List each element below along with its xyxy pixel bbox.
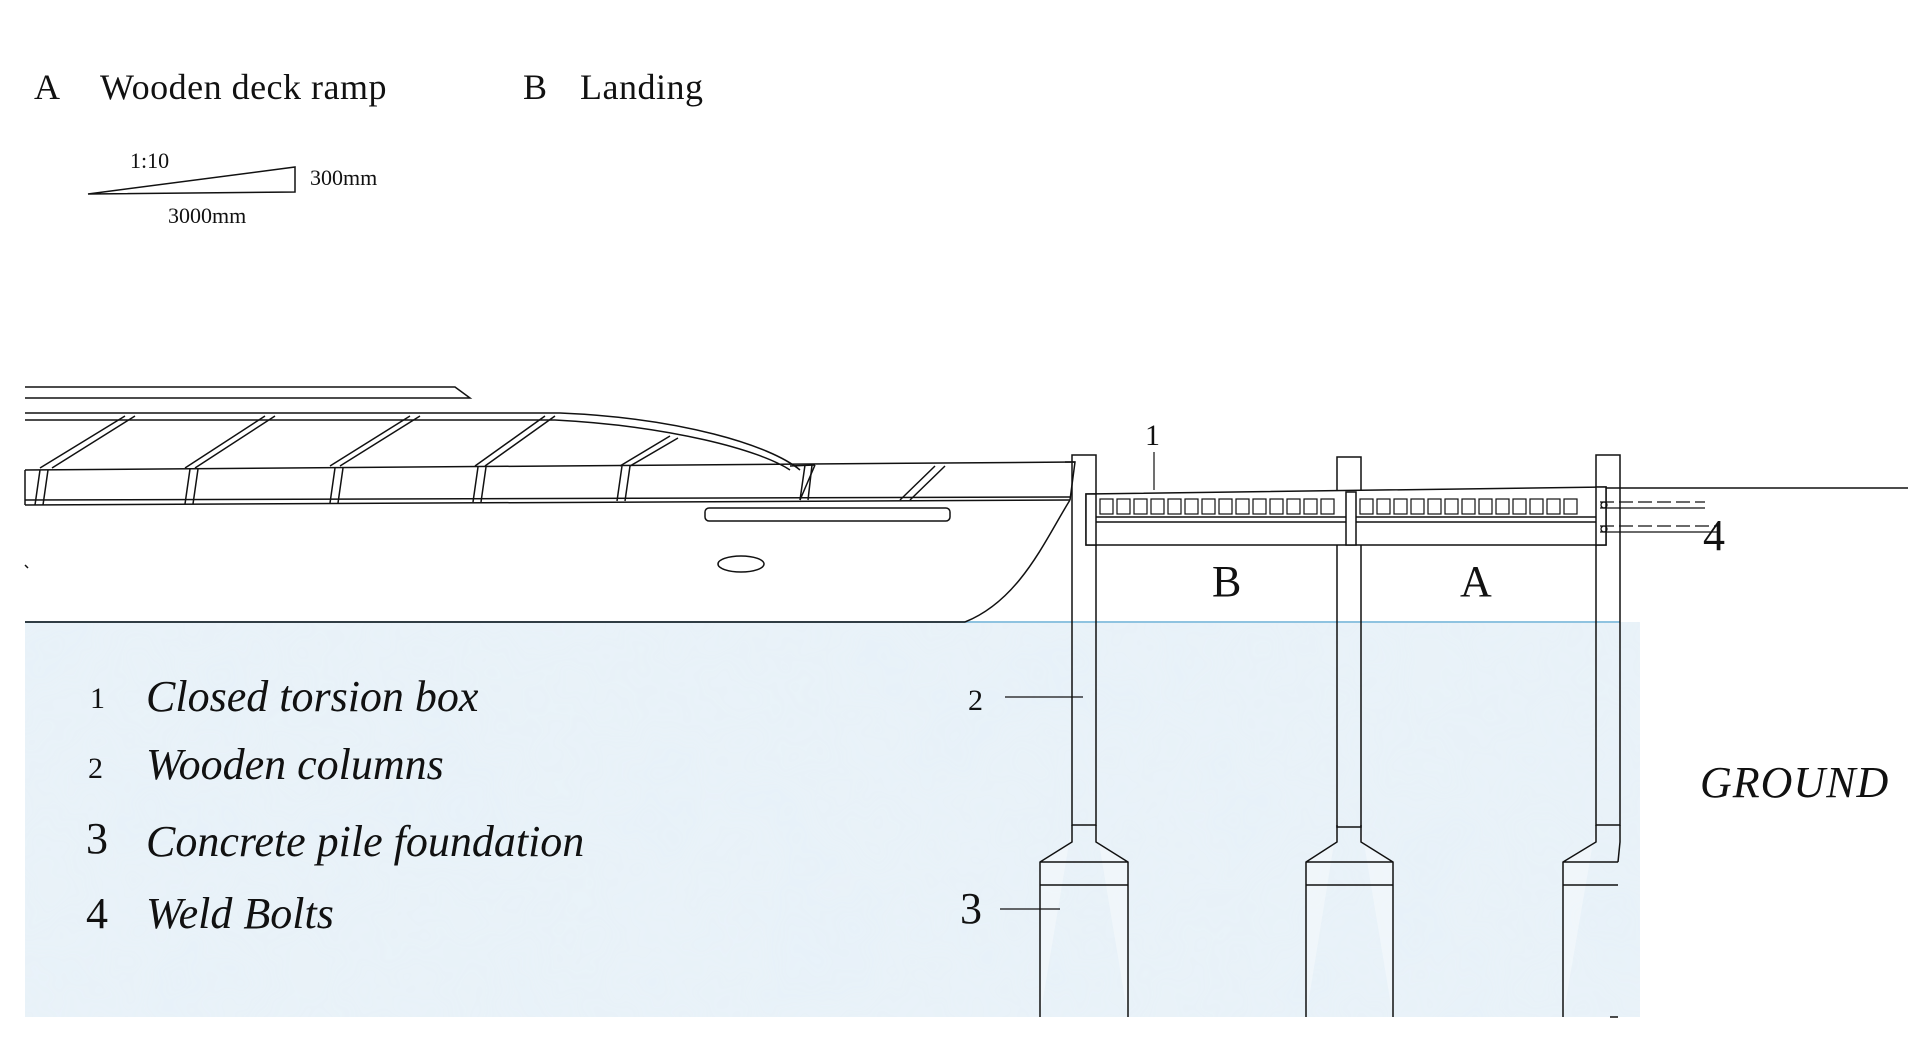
- torsion-box-cell: [1512, 498, 1527, 515]
- torsion-box-cell: [1116, 498, 1131, 515]
- torsion-box-cell: [1201, 498, 1216, 515]
- slope-rise: 300mm: [310, 165, 377, 190]
- torsion-box-cell: [1546, 498, 1561, 515]
- torsion-box-cell: [1444, 498, 1459, 515]
- header-a-label: Wooden deck ramp: [100, 67, 387, 107]
- header-b-label: Landing: [580, 67, 703, 107]
- torsion-box-cell: [1218, 498, 1233, 515]
- legend-num-4: 4: [86, 889, 108, 938]
- torsion-box-cell: [1320, 498, 1335, 515]
- torsion-box-cell: [1150, 498, 1165, 515]
- ground-label: GROUND: [1700, 758, 1889, 807]
- legend-label-4: Weld Bolts: [146, 889, 334, 938]
- section-label-a: A: [1460, 557, 1492, 606]
- callout-3: 3: [960, 884, 982, 933]
- torsion-box-cell: [1252, 498, 1267, 515]
- torsion-box-cell: [1303, 498, 1318, 515]
- header-a-letter: A: [34, 67, 61, 107]
- torsion-box-cell: [1461, 498, 1476, 515]
- torsion-box-cell: [1393, 498, 1408, 515]
- wooden-columns: [1071, 454, 1621, 828]
- torsion-box-deck: [1085, 486, 1607, 546]
- legend-num-3: 3: [86, 814, 108, 863]
- torsion-box-cell: [1376, 498, 1391, 515]
- slope-diagram: [87, 166, 296, 195]
- weld-bolts: [1600, 501, 1720, 533]
- column-1: [1071, 454, 1097, 826]
- torsion-box-cell: [1167, 498, 1182, 515]
- column-2: [1336, 456, 1362, 828]
- callout-leaders: [1000, 452, 1155, 910]
- legend-num-1: 1: [90, 682, 105, 715]
- legend-num-2: 2: [88, 752, 103, 785]
- torsion-box-cell: [1359, 498, 1374, 515]
- callout-1: 1: [1145, 419, 1160, 452]
- legend-label-2: Wooden columns: [146, 740, 444, 789]
- header-b-letter: B: [523, 67, 548, 107]
- water-area: [25, 621, 1640, 1017]
- torsion-box-cell: [1133, 498, 1148, 515]
- torsion-box-cell: [1495, 498, 1510, 515]
- torsion-box-cell: [1269, 498, 1284, 515]
- legend-label-3: Concrete pile foundation: [146, 817, 584, 866]
- torsion-box-cell: [1478, 498, 1493, 515]
- pile-1: [1039, 825, 1129, 1017]
- torsion-box-cell: [1410, 498, 1425, 515]
- torsion-box-cell: [1099, 498, 1114, 515]
- torsion-box-cell: [1184, 498, 1199, 515]
- legend-label-1: Closed torsion box: [146, 672, 479, 721]
- pile-3: [1562, 825, 1621, 1018]
- torsion-box-cell: [1286, 498, 1301, 515]
- pile-2: [1305, 825, 1394, 1017]
- torsion-box-cell: [1235, 498, 1250, 515]
- column-3: [1595, 454, 1621, 826]
- torsion-box-cell: [1563, 498, 1578, 515]
- callout-2: 2: [968, 684, 983, 717]
- section-label-b: B: [1212, 557, 1241, 606]
- texts: A Wooden deck ramp B Landing 1:10 300mm …: [34, 67, 1889, 938]
- slope-ratio: 1:10: [130, 148, 169, 173]
- torsion-box-cell: [1427, 498, 1442, 515]
- torsion-box-cell: [1529, 498, 1544, 515]
- slope-run: 3000mm: [168, 203, 246, 228]
- concrete-piles: [1039, 825, 1621, 1018]
- callout-4: 4: [1703, 511, 1725, 560]
- boat: [24, 386, 1076, 623]
